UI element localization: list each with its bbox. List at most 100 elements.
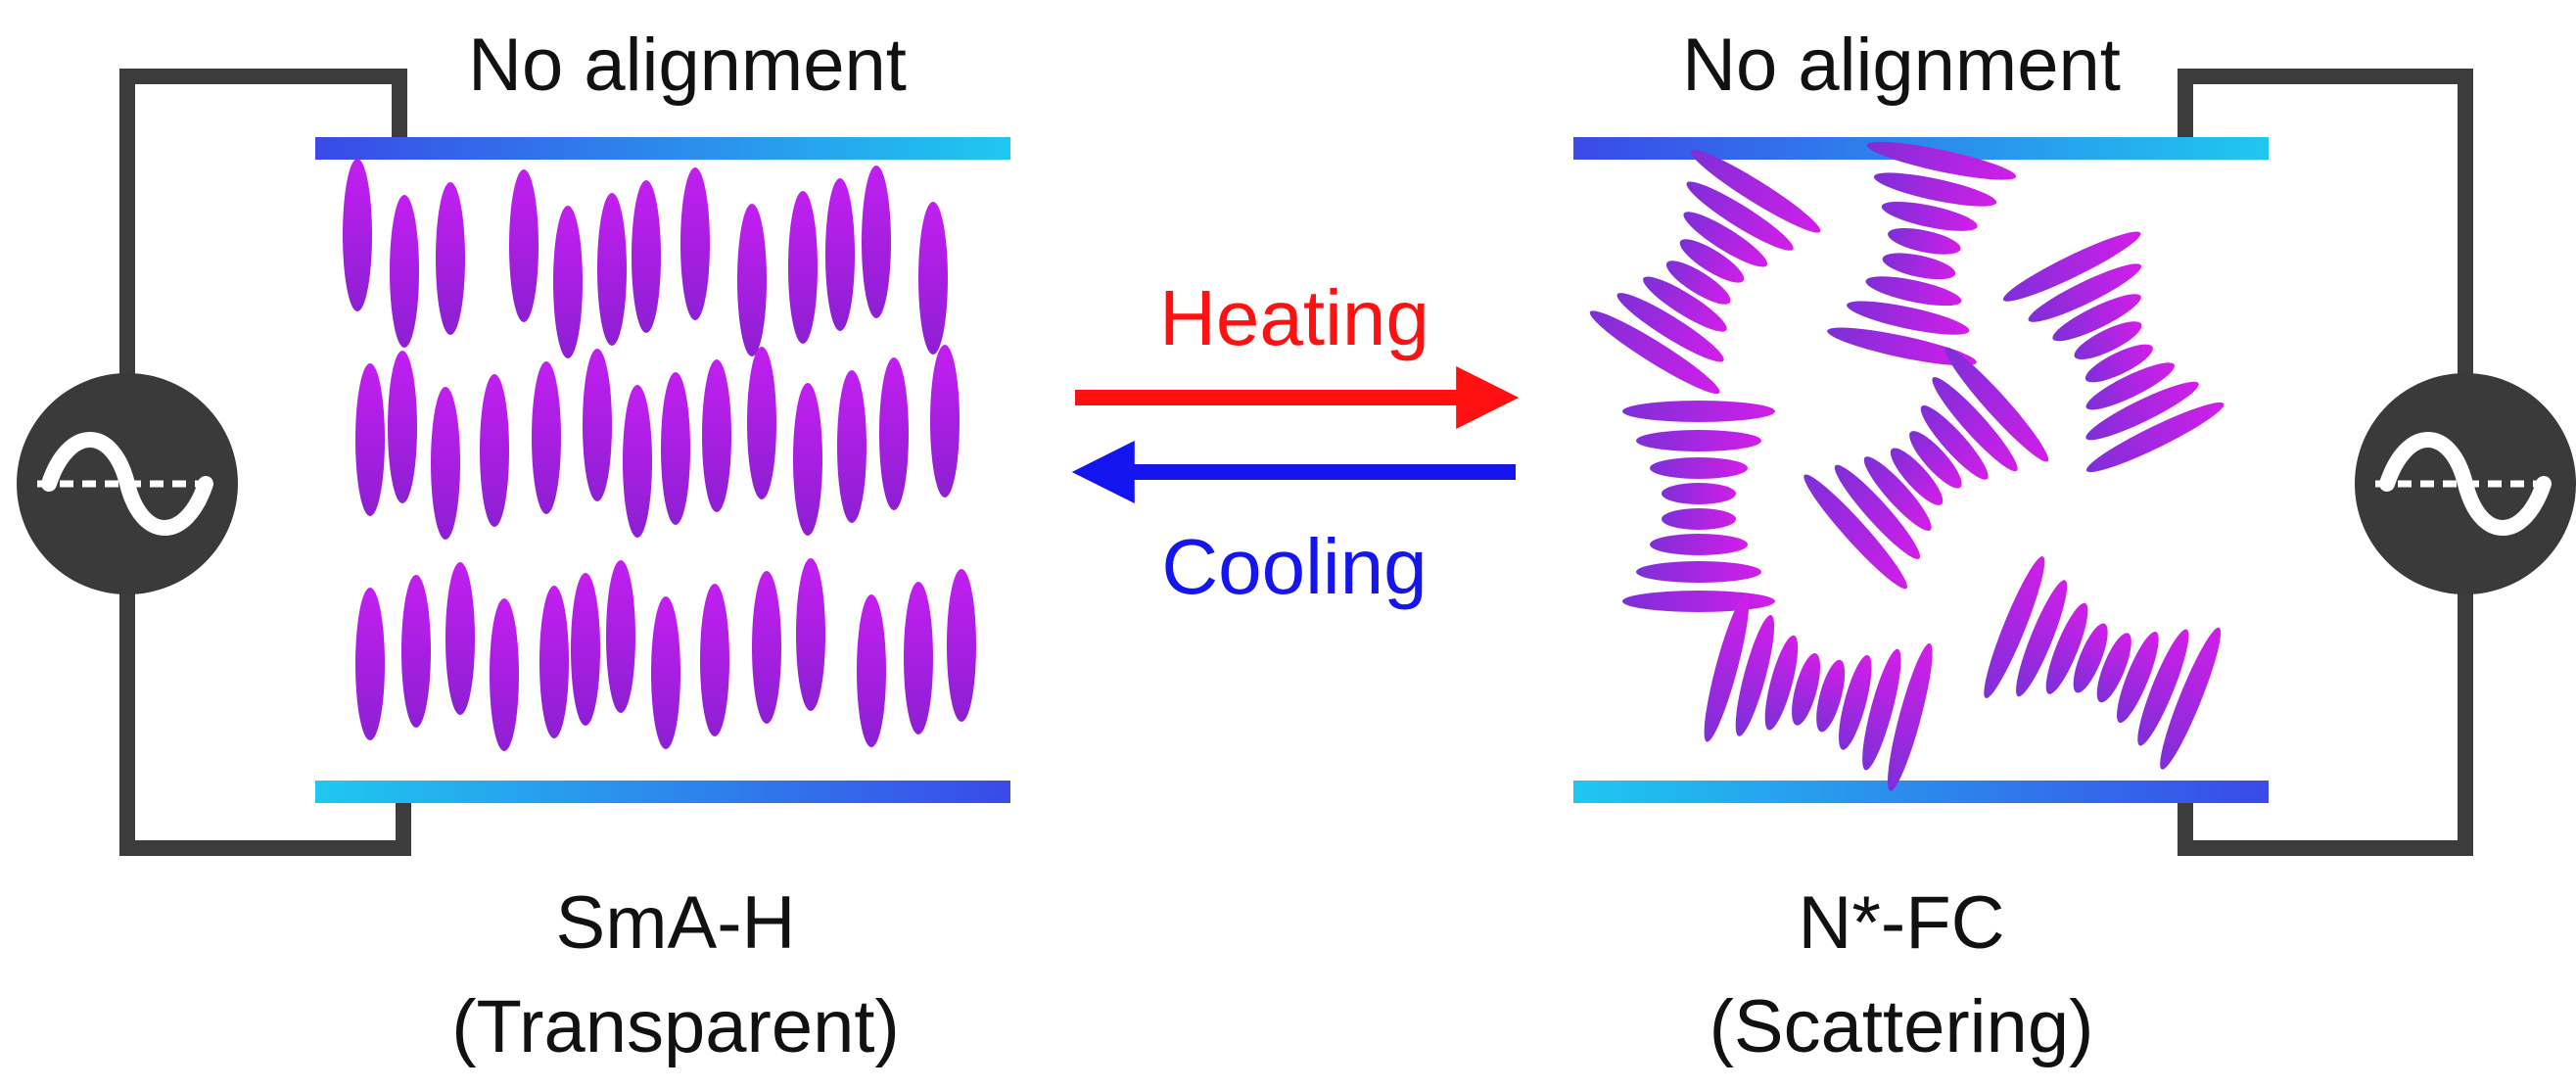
right-bottom-electrode [1573,781,2269,803]
lc-molecule [1827,327,1977,366]
lc-molecule [737,204,767,356]
focal-conic-domain [1704,593,1933,791]
lc-molecule [680,167,710,320]
lc-molecule [2052,294,2141,342]
lc-molecule [2002,231,2141,302]
lc-molecule [390,195,419,348]
lc-molecule [700,584,729,736]
lc-molecule [1589,310,1720,395]
ac-source-icon [41,432,213,536]
lc-molecule [597,193,627,346]
lc-molecule [388,351,417,503]
lc-molecule [862,166,891,318]
lc-molecule [930,345,960,498]
lc-molecule [2074,321,2142,359]
lc-molecule [1764,635,1799,731]
lc-molecule [788,191,818,344]
lc-molecule [1862,648,1901,771]
heating-label: Heating [1159,274,1429,361]
lc-molecule [2016,580,2068,697]
lc-molecule [343,159,372,311]
lc-molecule [1881,201,1978,231]
lc-molecule [490,598,519,751]
lc-molecule [1932,377,2018,472]
left-circuit-wires [119,69,411,856]
lc-molecule [1636,430,1761,451]
lc-molecule [702,359,731,512]
lc-molecule [947,569,976,722]
lc-molecule [2073,623,2108,693]
lc-molecule [904,582,933,735]
lc-molecule [1662,483,1736,504]
lc-molecule [436,182,465,335]
lc-molecule [1909,431,1962,489]
lc-molecule [632,180,661,333]
lc-molecule [1944,347,2049,462]
lc-molecule [1920,405,1989,480]
focal-conic-domain [1984,556,2222,770]
lc-molecule [1887,642,1933,791]
lc-molecule [1735,614,1775,736]
cooling-label: Cooling [1161,523,1427,610]
lc-molecule [1650,534,1748,555]
lc-molecule [532,361,561,514]
lc-molecule [2045,602,2088,694]
ac-source-icon [2379,432,2552,536]
lc-molecule [793,383,822,536]
lc-molecule [1643,276,1727,332]
lc-molecule [355,588,385,740]
right-circuit-wires [2178,69,2473,856]
focal-conic-domain [1589,149,1821,395]
lc-molecule [553,206,583,358]
lc-molecule [879,357,909,510]
lc-molecule [2085,381,2199,441]
lc-molecule [752,571,781,724]
left-top-electrode [315,137,1010,160]
focal-conic-molecules [1589,141,2225,791]
focal-conic-domain [1622,401,1775,612]
lc-molecule [1636,561,1761,583]
lc-molecule [1686,181,1794,251]
lc-molecule [1839,654,1872,750]
lc-molecule [1888,228,1961,255]
lc-molecule [1863,456,1932,531]
right-phase-property: (Scattering) [1710,985,2094,1068]
right-phase-name: N*-FC [1798,881,2004,965]
lc-molecule [1616,293,1724,362]
lc-molecule [1834,464,1921,559]
lc-molecule [651,596,680,749]
left-phase-name: SmA-H [556,881,796,965]
lc-molecule [661,372,690,525]
focal-conic-domain [1827,141,2017,366]
right-top-label: No alignment [1682,24,2121,107]
lc-molecule [857,594,886,747]
left-bottom-electrode [315,781,1010,803]
lc-molecule [796,558,825,711]
lc-molecule [401,575,431,728]
lc-molecule [509,169,539,322]
lc-molecule [606,560,635,713]
lc-molecule [1847,301,1970,335]
left-phase-property: (Transparent) [451,985,900,1068]
lc-molecule [1866,141,2017,180]
lc-molecule [539,586,569,738]
focal-conic-domain [2002,231,2225,473]
lc-molecule [2084,344,2153,383]
lc-molecule [623,385,652,538]
lc-molecule [480,374,509,527]
lc-molecule [583,349,612,501]
left-ac-source [17,373,238,594]
lc-molecule [445,562,475,715]
lc-molecule [1665,261,1731,305]
lc-molecule [747,347,776,499]
lc-molecule [1865,276,1962,307]
lc-molecule [2028,263,2142,322]
lc-molecule [1683,212,1768,267]
lc-molecule [1690,149,1821,233]
lc-molecule [1622,591,1775,612]
lc-molecule [2137,629,2189,746]
focal-conic-domain [1803,347,2049,590]
lc-molecule [837,370,866,523]
lc-molecule [2096,633,2131,703]
